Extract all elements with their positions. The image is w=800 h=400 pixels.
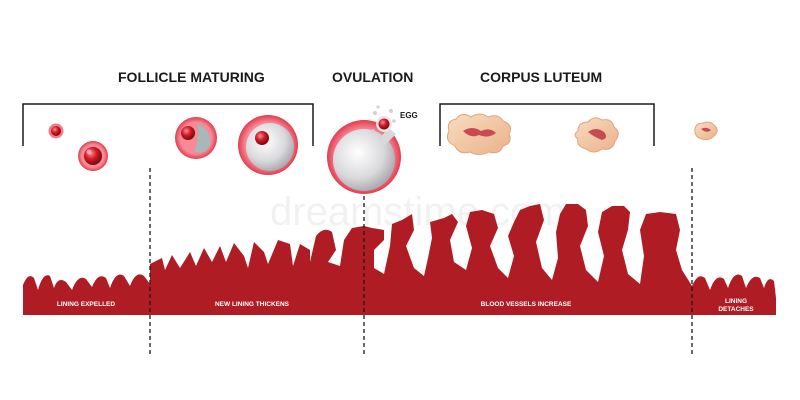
antral-follicle-icon [238,115,298,175]
corpus-luteum-heading: CORPUS LUTEUM [480,69,602,85]
lining-expelled-label: LINING EXPELLED [57,301,115,308]
blood-vessels-increase-label: BLOOD VESSELS INCREASE [481,301,572,308]
follicle-bracket [22,103,314,146]
primordial-follicle-icon [48,123,64,139]
lining-detaches-label-line1: LINING [725,298,747,305]
corpus-luteum-medium-icon [574,117,619,153]
uterine-lining [23,204,776,315]
lining-detaches-label-line2: DETACHES [718,306,754,313]
ovulation-heading: OVULATION [332,69,413,85]
egg-label: EGG [400,111,418,120]
corpus-bracket [439,103,655,146]
follicle-maturing-heading: FOLLICLE MATURING [118,69,265,85]
egg-icon [371,105,396,133]
corpus-luteum-large-icon [447,113,511,155]
ovulating-follicle-icon [327,120,401,194]
new-lining-thickens-label: NEW LINING THICKENS [215,301,290,308]
secondary-follicle-icon [175,117,217,159]
corpus-albicans-icon [694,121,718,141]
primary-follicle-icon [78,141,108,171]
